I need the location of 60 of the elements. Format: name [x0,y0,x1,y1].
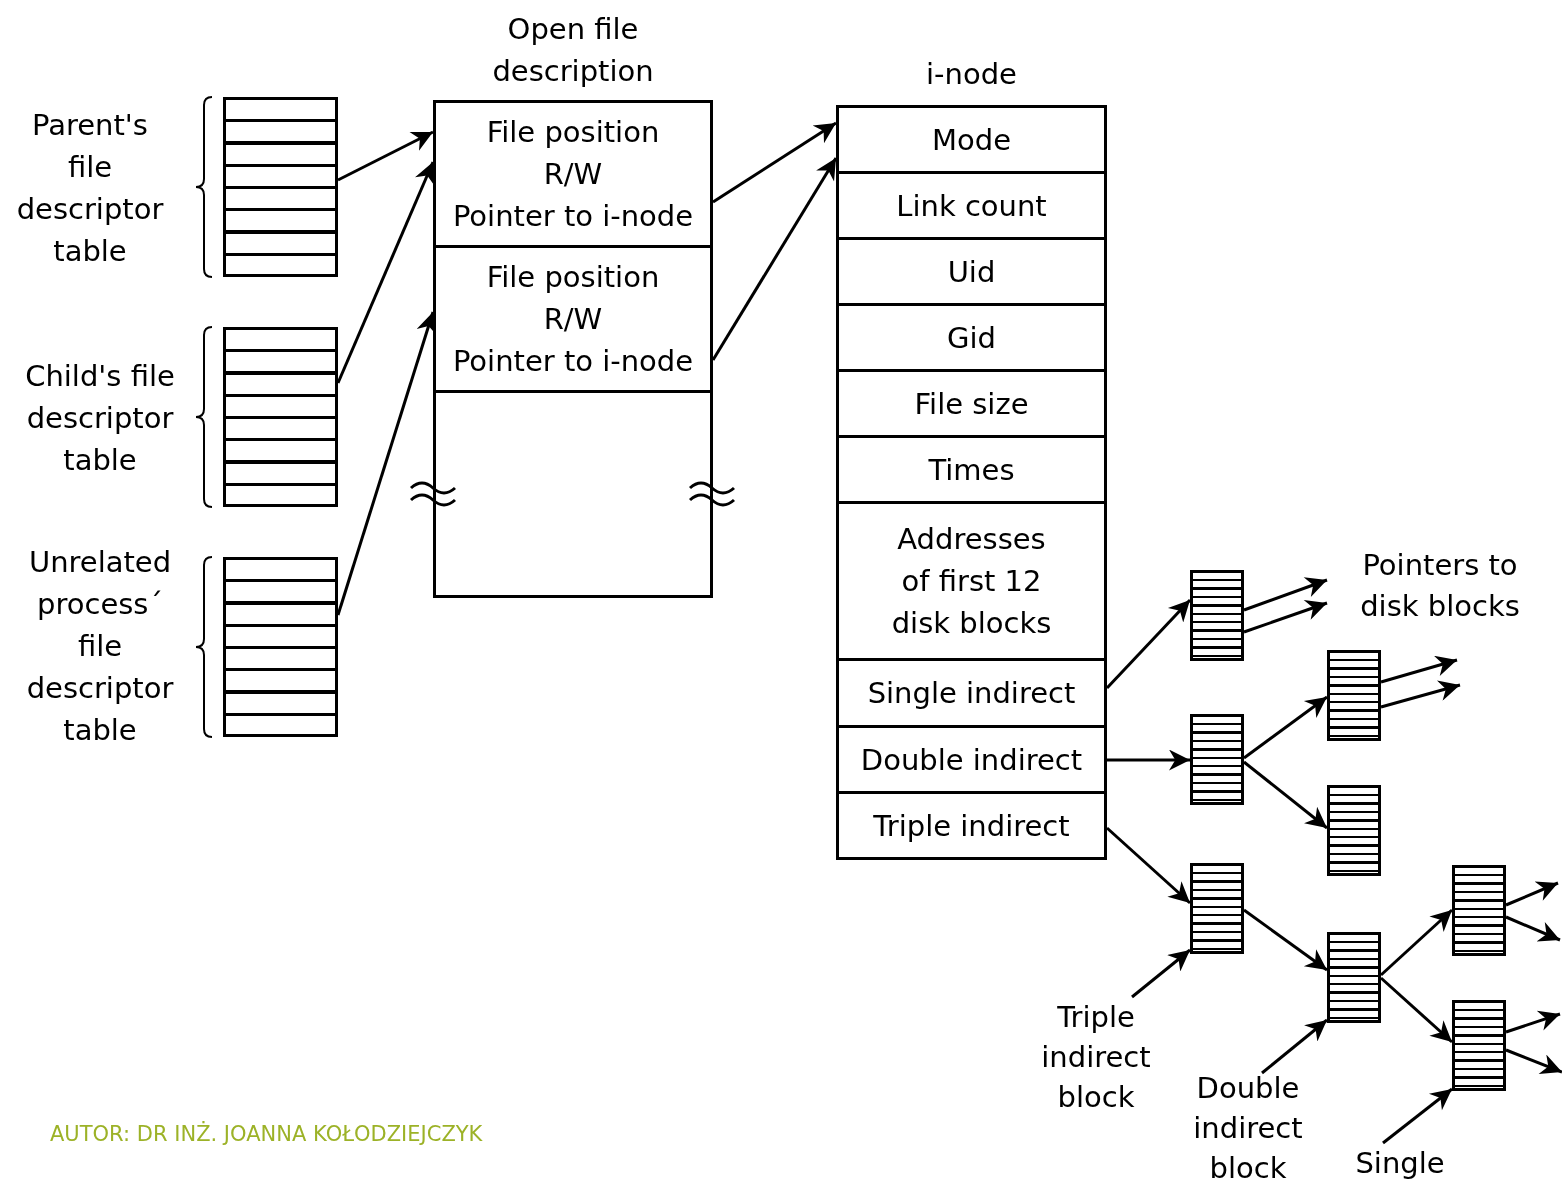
arrow [1243,695,1328,760]
block-table [1452,865,1506,956]
inode-field: Gid [836,303,1107,372]
arrow [1380,655,1458,684]
field-text: R/W [543,301,603,338]
arrow [1106,826,1191,905]
arrow [1505,1048,1562,1075]
block-table [1327,650,1381,741]
callout-text: Triple indirect block [1035,997,1157,1123]
arrow [1105,598,1192,690]
table-heading: Open file description [491,11,655,90]
arrow [1380,976,1453,1044]
inode-field: File size [836,369,1107,438]
leader-arrow [1382,1087,1453,1145]
block-table [1327,932,1381,1023]
field-text: File position [486,114,660,151]
descriptor-table [223,557,338,737]
arrow [1243,577,1328,612]
inode-field: Double indirect [836,725,1107,794]
table-label: Unrelated process´ file descriptor table [25,543,175,749]
field-text: File position [486,259,660,296]
arrow [1505,915,1561,942]
arrow [337,130,434,182]
table-label: Parent's file descriptor table [15,106,165,270]
descriptor-table [223,327,338,507]
author-credit: AUTOR: DR INŻ. JOANNA KOŁODZIEJCZYK [50,1120,484,1148]
arrow [1243,908,1328,972]
block-table [1327,785,1381,876]
block-table [1190,714,1244,805]
arrow [1107,749,1190,771]
leader-arrow [1131,948,1191,999]
descriptor-table [223,97,338,277]
block-table [1452,1000,1506,1091]
inode-field: Mode [836,105,1107,174]
inode-field: Single indirect [836,658,1107,728]
table-label: Child's file descriptor table [25,357,175,479]
block-table [1190,863,1244,954]
callout-text: Double indirect block [1180,1068,1316,1188]
field-text: R/W [543,156,603,193]
arrow [1505,881,1559,907]
callout-text: Single [1340,1143,1460,1187]
arrow [1243,600,1328,634]
arrow [1243,760,1328,830]
inode-field: Triple indirect [836,791,1107,860]
arrow [712,121,837,204]
inode-field: Addresses of first 12 disk blocks [836,501,1107,661]
arrow [1380,908,1453,977]
inode-field: Times [836,435,1107,504]
arrow [336,161,435,384]
inode-field: Uid [836,237,1107,306]
annotation-text: Pointers to disk blocks [1359,547,1521,625]
inode-field: Link count [836,171,1107,240]
arrow [711,157,838,361]
arrow [1505,1010,1561,1034]
block-table [1190,570,1244,661]
table-heading: i-node [925,55,1018,93]
field-text: Pointer to i-node [452,343,694,380]
field-text: Pointer to i-node [452,198,694,235]
arrow [1380,680,1461,709]
leader-arrow [1261,1018,1328,1075]
